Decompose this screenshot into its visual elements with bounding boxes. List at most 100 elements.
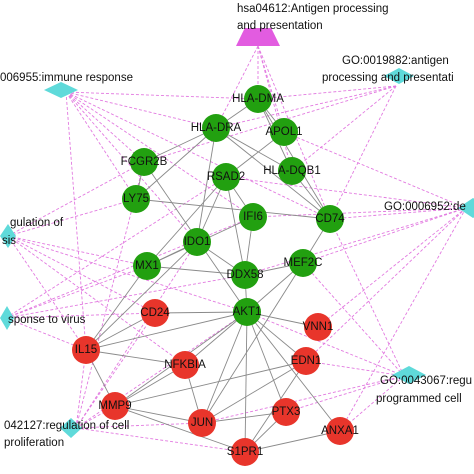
gene-node-ido1[interactable]: IDO1 xyxy=(183,228,211,256)
gene-node-hla-dma[interactable]: HLA-DMA xyxy=(232,85,284,113)
ppi-edge xyxy=(201,262,304,424)
gene-node-circle xyxy=(270,118,298,146)
ppi-edge xyxy=(154,311,248,314)
term-gene-edge xyxy=(65,91,217,129)
gene-node-circle xyxy=(171,351,199,379)
term-label: hsa04612:Antigen processing xyxy=(237,3,389,15)
gene-node-il15[interactable]: IL15 xyxy=(72,336,100,364)
gene-label: MEF2C xyxy=(284,257,323,269)
gene-node-circle xyxy=(133,252,161,280)
gene-node-circle xyxy=(326,417,354,445)
gene-node-mx1[interactable]: MX1 xyxy=(133,252,161,280)
gene-node-ifi6[interactable]: IFI6 xyxy=(239,203,267,231)
gene-node-cd24[interactable]: CD24 xyxy=(140,299,170,327)
gene-label: DDX58 xyxy=(226,269,263,281)
term-label: GO:0019882:antigen xyxy=(342,55,449,67)
ppi-edge xyxy=(246,311,341,432)
gene-node-circle xyxy=(289,249,317,277)
gene-label: AKT1 xyxy=(233,306,262,318)
term-label: processing and presentati xyxy=(322,72,454,84)
term-gene-edge xyxy=(317,207,467,328)
go-term-shape xyxy=(60,418,82,438)
gene-node-jun[interactable]: JUN xyxy=(188,409,216,437)
term-gene-edge xyxy=(283,131,467,209)
term-label: GO:0006952:de xyxy=(384,201,466,213)
gene-node-mef2c[interactable]: MEF2C xyxy=(284,249,323,277)
term-gene-edge xyxy=(7,235,156,314)
term-gene-edge xyxy=(7,235,87,351)
term-gene-edge xyxy=(257,85,397,100)
gene-node-fcgr2b[interactable]: FCGR2B xyxy=(121,148,168,176)
term-gene-edge xyxy=(252,207,467,218)
gene-label: MMP9 xyxy=(98,400,131,412)
term-node-immune_response[interactable]: 006955:immune response xyxy=(0,72,133,98)
term-gene-edge xyxy=(339,207,467,432)
term-label: proliferation xyxy=(4,437,64,449)
gene-label: RSAD2 xyxy=(207,171,245,183)
term-label: sponse to virus xyxy=(8,314,86,326)
gene-label: ANXA1 xyxy=(321,425,359,437)
ppi-edge xyxy=(225,176,246,276)
ppi-edge xyxy=(85,349,186,366)
term-node-go_antigen[interactable]: GO:0019882:antigen processing and present… xyxy=(322,55,454,84)
gene-node-s1pr1[interactable]: S1PR1 xyxy=(227,438,263,466)
gene-node-mmp9[interactable]: MMP9 xyxy=(98,392,132,420)
gene-node-hla-dra[interactable]: HLA-DRA xyxy=(191,114,242,142)
term-gene-edge xyxy=(257,45,331,220)
gene-node-edn1[interactable]: EDN1 xyxy=(291,347,322,375)
gene-node-circle xyxy=(188,409,216,437)
gene-node-apol1[interactable]: APOL1 xyxy=(265,118,303,146)
term-gene-edge xyxy=(244,207,467,276)
term-label: 006955:immune response xyxy=(0,72,133,84)
term-gene-edge xyxy=(7,235,186,366)
ppi-edge xyxy=(215,127,293,172)
gene-node-hla-dqb1[interactable]: HLA-DQB1 xyxy=(263,157,321,185)
gene-node-vnn1[interactable]: VNN1 xyxy=(303,313,334,341)
term-gene-edge xyxy=(7,161,145,237)
gene-node-circle xyxy=(244,85,272,113)
term-gene-edge xyxy=(5,216,254,319)
gene-node-akt1[interactable]: AKT1 xyxy=(233,298,262,326)
term-gene-edge xyxy=(65,91,331,220)
term-gene-edge xyxy=(201,375,405,424)
term-node-virus[interactable]: sponse to virus xyxy=(0,306,86,330)
term-gene-edge xyxy=(7,198,137,237)
gene-node-ddx58[interactable]: DDX58 xyxy=(226,261,264,289)
gene-node-cd74[interactable]: CD74 xyxy=(315,205,345,233)
gene-label: HLA-DRA xyxy=(191,122,242,134)
term-gene-edge xyxy=(65,91,87,351)
gene-label: APOL1 xyxy=(265,126,302,138)
gene-node-ly75[interactable]: LY75 xyxy=(122,185,150,213)
gene-node-nfkbia[interactable]: NFKBIA xyxy=(164,351,206,379)
term-gene-edge xyxy=(7,235,148,267)
term-node-go_0006952[interactable]: GO:0006952:de xyxy=(384,198,474,218)
kegg-term-shape xyxy=(236,28,280,46)
ppi-edge xyxy=(201,360,307,424)
term-gene-edge xyxy=(65,91,145,163)
term-gene-edge xyxy=(302,262,405,377)
gene-node-rsad2[interactable]: RSAD2 xyxy=(207,163,245,191)
gene-node-anxa1[interactable]: ANXA1 xyxy=(321,417,359,445)
gene-node-ptx3[interactable]: PTX3 xyxy=(272,398,301,426)
term-gene-edge xyxy=(75,161,145,429)
gene-label: IFI6 xyxy=(243,211,263,223)
gene-label: LY75 xyxy=(123,193,149,205)
go-term-shape xyxy=(384,68,414,84)
go-term-shape xyxy=(0,306,14,330)
gene-label: CD24 xyxy=(140,307,170,319)
gene-label: IL15 xyxy=(75,344,97,356)
gene-node-circle xyxy=(212,163,240,191)
term-gene-edge xyxy=(65,91,259,100)
term-gene-edge xyxy=(65,91,198,243)
term-label: gulation of xyxy=(10,217,64,229)
term-gene-edge xyxy=(246,311,405,377)
term-gene-edge xyxy=(75,422,203,429)
term-gene-edge xyxy=(329,85,397,220)
